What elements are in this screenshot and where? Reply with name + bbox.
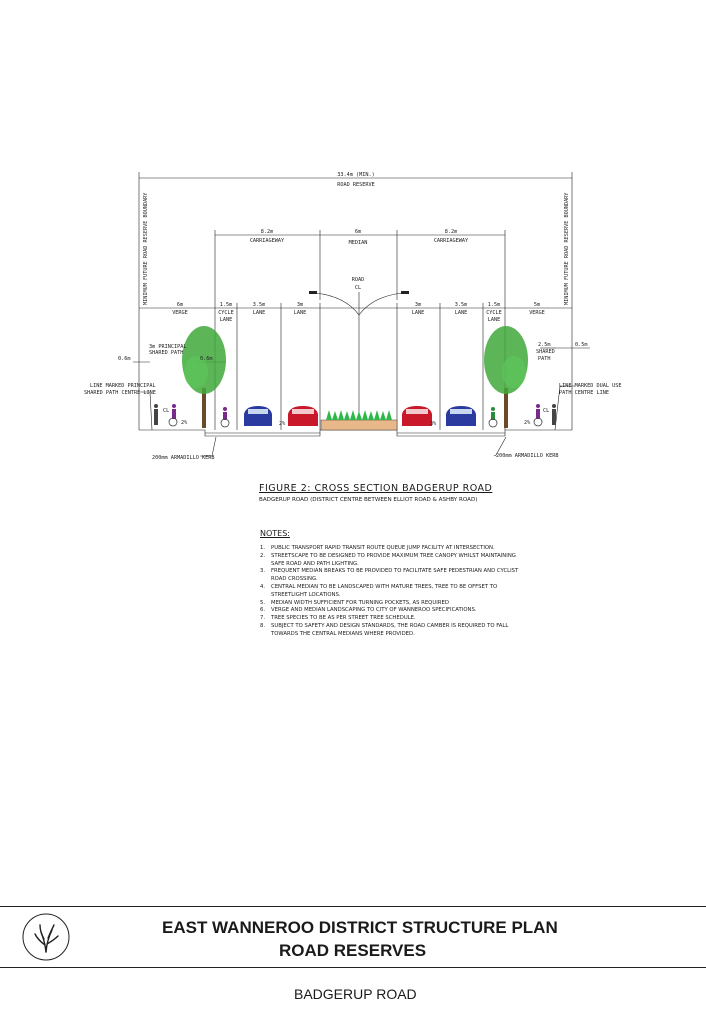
figure-subtitle: BADGERUP ROAD (DISTRICT CENTRE BETWEEN E…	[259, 497, 478, 503]
path-right-label-2: PATH	[538, 356, 551, 362]
kerb-left-label: 200mm ARMADILLO KERB	[152, 455, 214, 461]
lane-r1-label: LANE	[412, 310, 425, 316]
cycle-right-width: 1.5m	[488, 302, 501, 308]
lane-l1-label: LANE	[253, 310, 266, 316]
cl-right-text: CL	[543, 408, 549, 414]
tree-right	[484, 326, 528, 428]
pedestrians-left	[154, 404, 230, 428]
car-red-left	[288, 406, 318, 426]
road-name: BADGERUP ROAD	[294, 986, 417, 1002]
kerb-right-label: 200mm ARMADILLO KERB	[496, 453, 558, 459]
note-number: 5.	[260, 599, 266, 606]
carriageway-right-width: 8.2m	[445, 229, 458, 235]
line-right-label-2: PATH CENTRE LINE	[559, 390, 609, 396]
note-text: FREQUENT MEDIAN BREAKS TO BE PROVIDED TO…	[271, 568, 519, 583]
note-text: SUBJECT TO SAFETY AND DESIGN STANDARDS, …	[271, 622, 509, 637]
offset-left-text: 0.6m	[118, 356, 131, 362]
note-text: CENTRAL MEDIAN TO BE LANDSCAPED WITH MAT…	[271, 583, 498, 598]
lane-l1-width: 3.5m	[253, 302, 266, 308]
verge-left-width: 6m	[177, 302, 183, 308]
line-right-label-1: LINE MARKED DUAL USE	[559, 383, 621, 389]
council-logo-icon	[22, 913, 70, 961]
note-item: 7. TREE SPECIES TO BE AS PER STREET TREE …	[260, 615, 520, 623]
verge-right-label: VERGE	[529, 310, 545, 316]
path-right-width: 2.5m	[538, 342, 551, 348]
car-blue-left	[244, 406, 272, 426]
cycle-right-label-2: LANE	[488, 317, 501, 323]
ground-line	[139, 429, 572, 437]
cl-left-text: CL	[163, 408, 169, 414]
note-item: 4. CENTRAL MEDIAN TO BE LANDSCAPED WITH M…	[260, 584, 520, 600]
boundary-label-left: MINIMUM FUTURE ROAD RESERVE BOUNDARY	[143, 192, 149, 305]
boundary-label-right: MINIMUM FUTURE ROAD RESERVE BOUNDARY	[564, 192, 570, 305]
note-text: TREE SPECIES TO BE AS PER STREET TREE SC…	[271, 615, 416, 622]
cross-section-drawing: 33.4m (MIN.) ROAD RESERVE 8.2m CARRIAGEW…	[84, 172, 621, 461]
lane-l2-width: 3m	[297, 302, 303, 308]
note-item: 2. STREETSCAPE TO BE DESIGNED TO PROVIDE …	[260, 553, 520, 569]
pedestrians-right	[488, 404, 556, 428]
median-landscape	[320, 419, 398, 431]
carriageway-right-label: CARRIAGEWAY	[434, 238, 469, 244]
fall-text-1: 2%	[181, 420, 188, 426]
cycle-left-label-2: LANE	[220, 317, 233, 323]
road-cl-label-2: CL	[355, 285, 361, 291]
cycle-left-label-1: CYCLE	[218, 310, 234, 316]
note-number: 1.	[260, 545, 266, 551]
lane-r2-width: 3.5m	[455, 302, 468, 308]
note-text: STREETSCAPE TO BE DESIGNED TO PROVIDE MA…	[271, 552, 516, 567]
note-item: 5. MEDIAN WIDTH SUFFICIENT FOR TURNING PO…	[260, 600, 520, 608]
road-cl-label-1: ROAD	[352, 277, 365, 283]
note-item: 6. VERGE AND MEDIAN LANDSCAPING TO CITY O…	[260, 607, 520, 615]
fall-text-4: 2%	[524, 420, 531, 426]
cycle-right-label-1: CYCLE	[486, 310, 502, 316]
verge-right-width: 5m	[534, 302, 540, 308]
note-number: 7.	[260, 615, 266, 622]
car-red-right	[402, 406, 432, 426]
note-text: PUBLIC TRANSPORT RAPID TRANSIT ROUTE QUE…	[271, 545, 495, 551]
title-block-bottom-rule	[0, 967, 706, 968]
offset-right-text: 0.5m	[575, 342, 588, 348]
median-width: 6m	[355, 229, 361, 235]
line-left-label-2: SHARED PATH CENTRE LINE	[84, 390, 156, 396]
figure-title: FIGURE 2: CROSS SECTION BADGERUP ROAD	[259, 483, 493, 494]
cycle-left-width: 1.5m	[220, 302, 233, 308]
carriageway-left-width: 8.2m	[261, 229, 274, 235]
notes-list: 1. PUBLIC TRANSPORT RAPID TRANSIT ROUTE Q…	[260, 545, 520, 639]
note-item: 8. SUBJECT TO SAFETY AND DESIGN STANDARDS…	[260, 623, 520, 639]
note-text: VERGE AND MEDIAN LANDSCAPING TO CITY OF …	[271, 607, 477, 614]
note-number: 2.	[260, 552, 266, 559]
lane-r2-label: LANE	[455, 310, 468, 316]
notes-heading: NOTES:	[260, 529, 290, 538]
title-block-top-rule	[0, 906, 706, 907]
median-label: MEDIAN	[349, 240, 368, 246]
median-shrubs	[326, 410, 392, 420]
path-right-label-1: SHARED	[536, 349, 555, 355]
note-text: MEDIAN WIDTH SUFFICIENT FOR TURNING POCK…	[271, 599, 449, 606]
fall-text-2: 2%	[279, 421, 286, 427]
note-number: 4.	[260, 583, 266, 590]
lane-r1-width: 3m	[415, 302, 421, 308]
note-item: 1. PUBLIC TRANSPORT RAPID TRANSIT ROUTE Q…	[260, 545, 520, 553]
note-number: 8.	[260, 622, 266, 629]
tree-left	[182, 326, 226, 428]
carriageway-left-label: CARRIAGEWAY	[250, 238, 285, 244]
path-left-label-1: 3m PRINCIPAL	[149, 344, 186, 350]
reserve-label: ROAD RESERVE	[337, 182, 374, 188]
plan-subtitle: ROAD RESERVES	[279, 941, 427, 960]
lane-l2-label: LANE	[294, 310, 307, 316]
note-item: 3. FREQUENT MEDIAN BREAKS TO BE PROVIDED …	[260, 568, 520, 584]
note-number: 6.	[260, 607, 266, 614]
plan-title: EAST WANNEROO DISTRICT STRUCTURE PLAN	[162, 918, 558, 937]
verge-left-label: VERGE	[172, 310, 188, 316]
note-number: 3.	[260, 568, 266, 575]
path-left-label-2: SHARED PATH	[149, 350, 183, 356]
offset-left-tree-text: 0.6m	[200, 356, 213, 362]
fall-text-3: 3%	[430, 421, 437, 427]
car-blue-right	[446, 406, 476, 426]
reserve-width-text: 33.4m (MIN.)	[337, 172, 374, 178]
line-left-label-1: LINE MARKED PRINCIPAL	[90, 383, 156, 389]
